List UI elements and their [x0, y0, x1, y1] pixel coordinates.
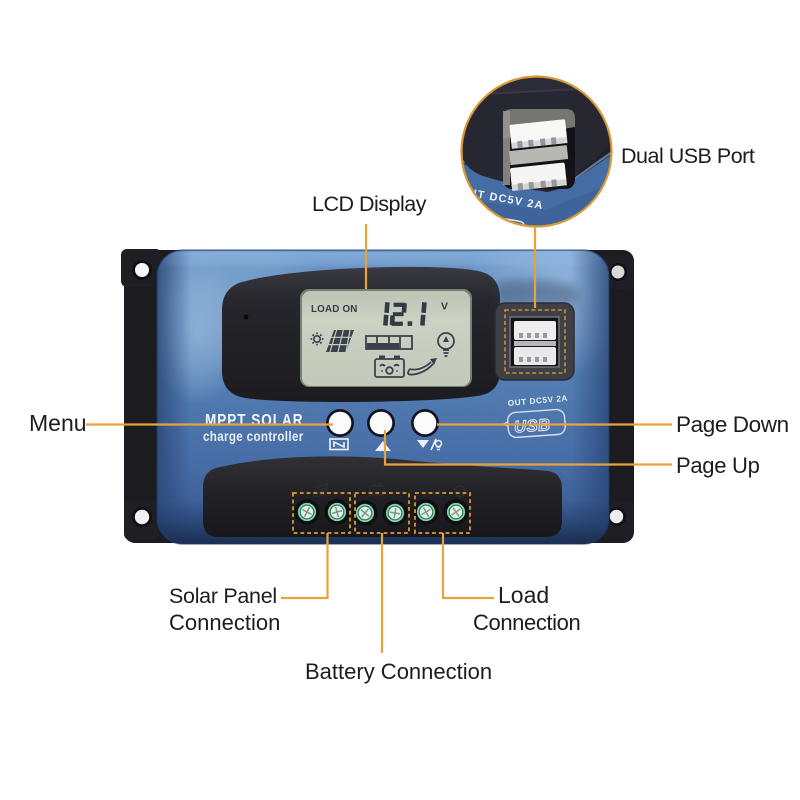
svg-text:LOAD ON: LOAD ON — [311, 304, 358, 315]
svg-text:MPPT SOLAR: MPPT SOLAR — [205, 411, 303, 430]
svg-text:LCD Display: LCD Display — [312, 192, 427, 216]
svg-text:Connection: Connection — [473, 610, 580, 635]
svg-text:V: V — [441, 301, 448, 313]
svg-text:Load: Load — [498, 582, 549, 608]
svg-text:Solar Panel: Solar Panel — [169, 584, 277, 608]
svg-text:Page Down: Page Down — [676, 412, 789, 437]
svg-text:Menu: Menu — [29, 410, 87, 436]
svg-text:charge controller: charge controller — [203, 429, 304, 444]
svg-text:Page Up: Page Up — [676, 453, 760, 478]
svg-text:Connection: Connection — [169, 610, 280, 635]
svg-text:Dual USB Port: Dual USB Port — [621, 144, 755, 168]
svg-text:USB: USB — [514, 416, 552, 436]
svg-text:Battery Connection: Battery Connection — [305, 659, 492, 684]
